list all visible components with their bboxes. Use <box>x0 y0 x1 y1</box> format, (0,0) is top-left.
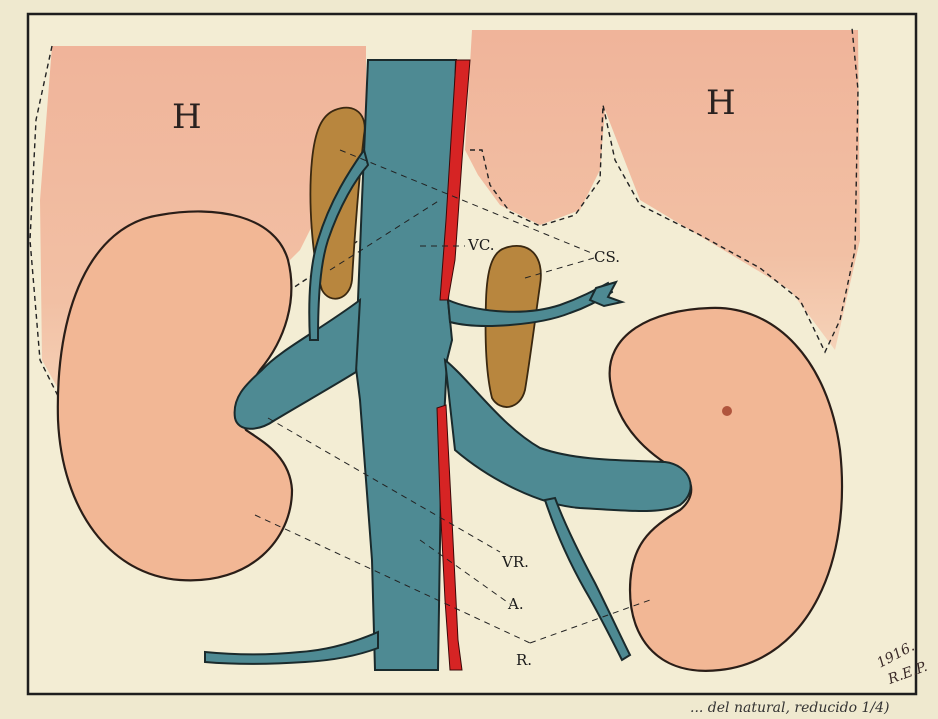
label-renal-vein: VR. <box>501 553 529 571</box>
right-kidney-spot <box>722 406 732 416</box>
label-vena-cava: VC. <box>467 236 495 254</box>
label-liver-left: H <box>172 97 202 137</box>
label-liver-right: H <box>706 83 736 123</box>
label-suprarenal: CS. <box>594 248 620 266</box>
label-kidney: R. <box>516 651 532 669</box>
label-aorta: A. <box>507 595 524 613</box>
caption-partial: ... del natural, reducido 1/4) <box>690 700 890 716</box>
